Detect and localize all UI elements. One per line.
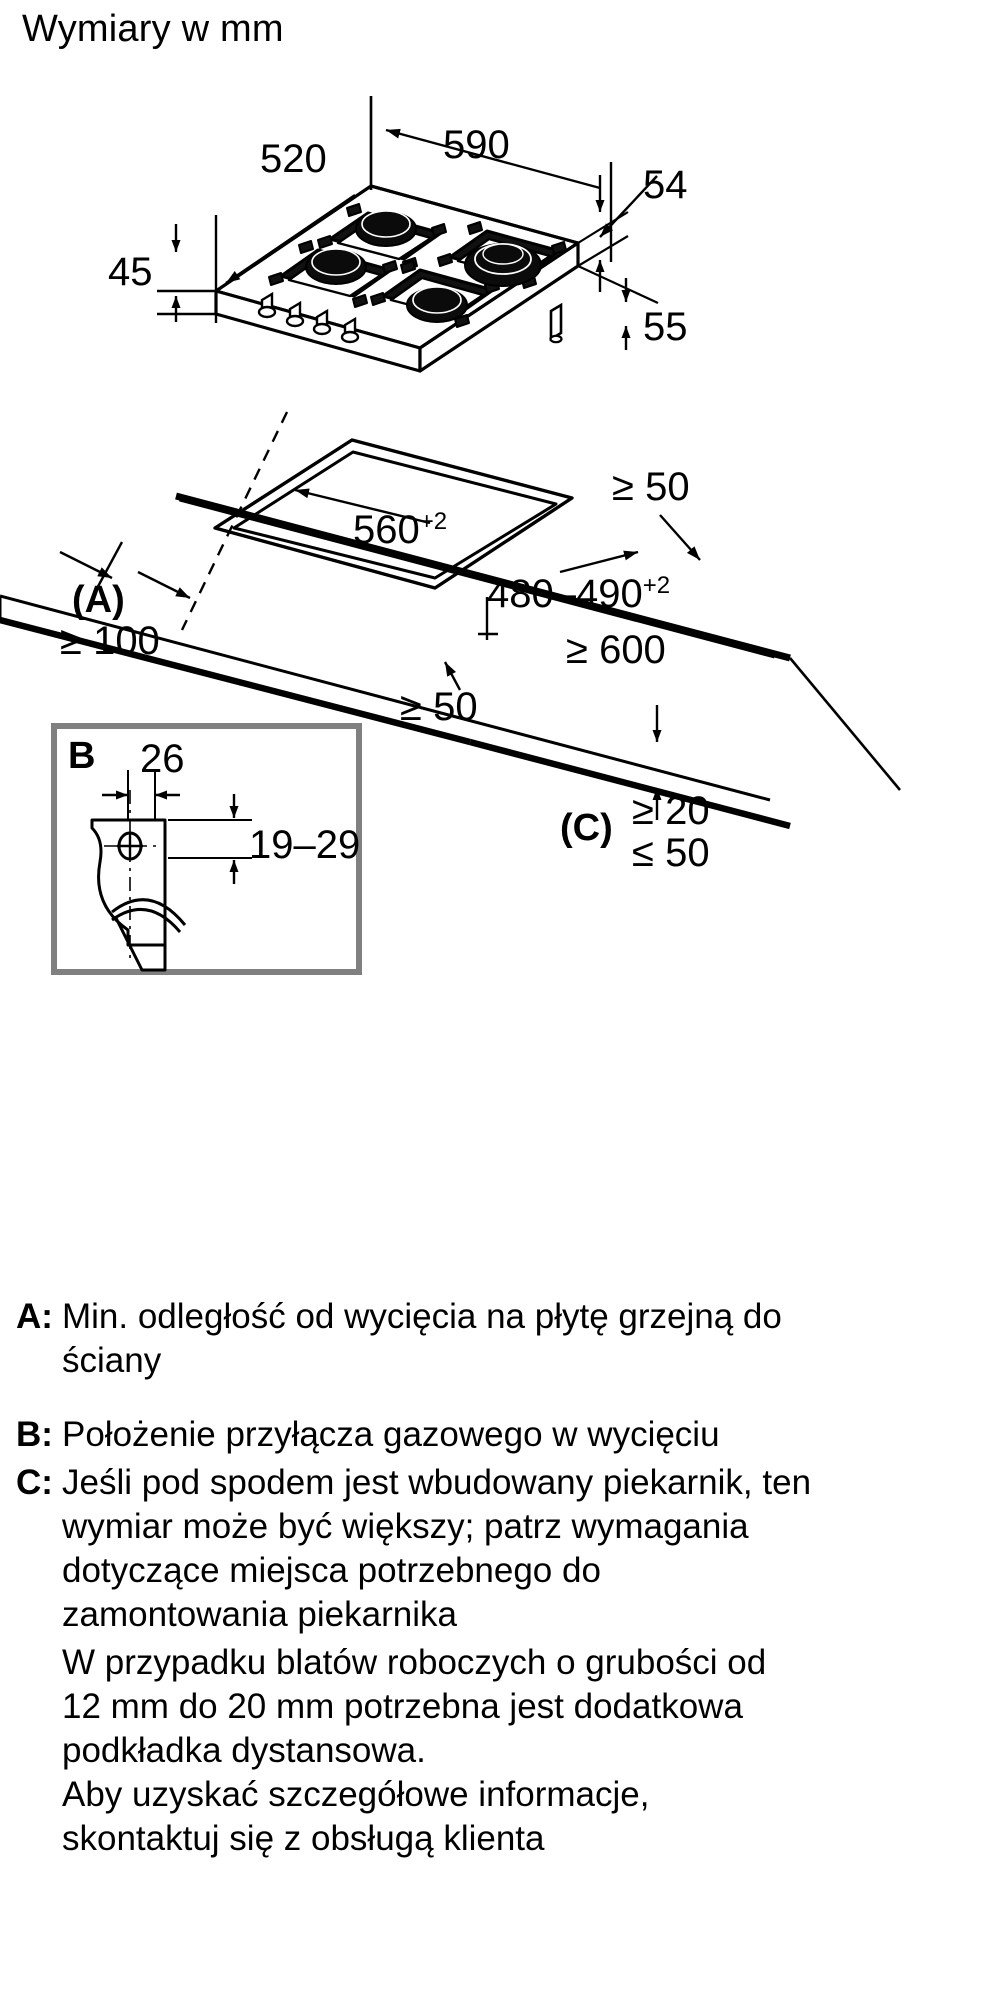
note-c: C: Jeśli pod spodem jest wbudowany pieka… [0,1461,1000,1637]
dim-label-590: 590 [443,123,510,167]
note-a: A: Min. odległość od wycięcia na płytę g… [0,1295,1000,1383]
dim-45 [157,224,216,322]
dim-label-c: (C) [560,807,613,849]
note-a-text: Min. odległość od wycięcia na płytę grze… [62,1297,782,1380]
note-a-key: A: [16,1297,53,1336]
dim-55 [577,265,659,350]
note-c-key: C: [16,1463,53,1502]
dim-label-ge-100: ≥ 100 [60,619,160,663]
gas-connection-stub [549,302,563,344]
note-c-text: Jeśli pod spodem jest wbudowany piekarni… [62,1463,812,1634]
dim-label-ge-50-top: ≥ 50 [612,465,690,509]
dim-label-560: 560+2 [353,508,447,552]
worktop-cutout [213,438,574,590]
technical-drawing: 520 590 45 54 [0,96,901,975]
notes-section: A: Min. odległość od wycięcia na płytę g… [0,1295,1000,1861]
dim-560 [294,488,431,525]
detail-b-drawing [90,790,187,972]
note-b-key: B: [16,1415,53,1454]
dim-26 [102,770,180,820]
dim-label-ge-600: ≥ 600 [566,628,666,672]
control-knobs [257,291,360,344]
dim-label-a: (A) [72,579,125,621]
dim-label-26: 26 [140,737,185,781]
dim-ge-50-top [659,514,701,561]
dim-a-callout [59,541,191,600]
dim-label-ge-20: ≥ 20 [632,789,710,833]
detail-b-key: B [68,735,95,777]
page-title: Wymiary w mm [22,8,284,50]
note-b: B: Położenie przyłącza gazowego w wycięc… [0,1413,1000,1457]
dim-label-19-29: 19–29 [249,823,360,867]
dim-19-29 [168,794,252,884]
dim-c-callout [652,705,662,820]
footer-paragraph-2: Aby uzyskać szczegółowe informacje, skon… [62,1775,650,1858]
dim-label-ge-50-bottom: ≥ 50 [400,685,478,729]
footer-paragraph-1: W przypadku blatów roboczych o grubości … [62,1643,767,1770]
dim-label-le-50: ≤ 50 [632,831,710,875]
dim-label-520: 520 [260,137,327,181]
dim-label-45: 45 [108,250,153,294]
dim-label-480-490: 480–490+2 [487,572,670,616]
burners [305,210,542,323]
dim-label-54: 54 [643,163,688,207]
note-b-text: Położenie przyłącza gazowego w wycięciu [62,1415,720,1454]
dim-480-490 [478,550,639,640]
notes-spacer-1 [0,1387,1000,1413]
dim-label-55: 55 [643,305,688,349]
dim-ge-50-bottom [443,661,462,691]
